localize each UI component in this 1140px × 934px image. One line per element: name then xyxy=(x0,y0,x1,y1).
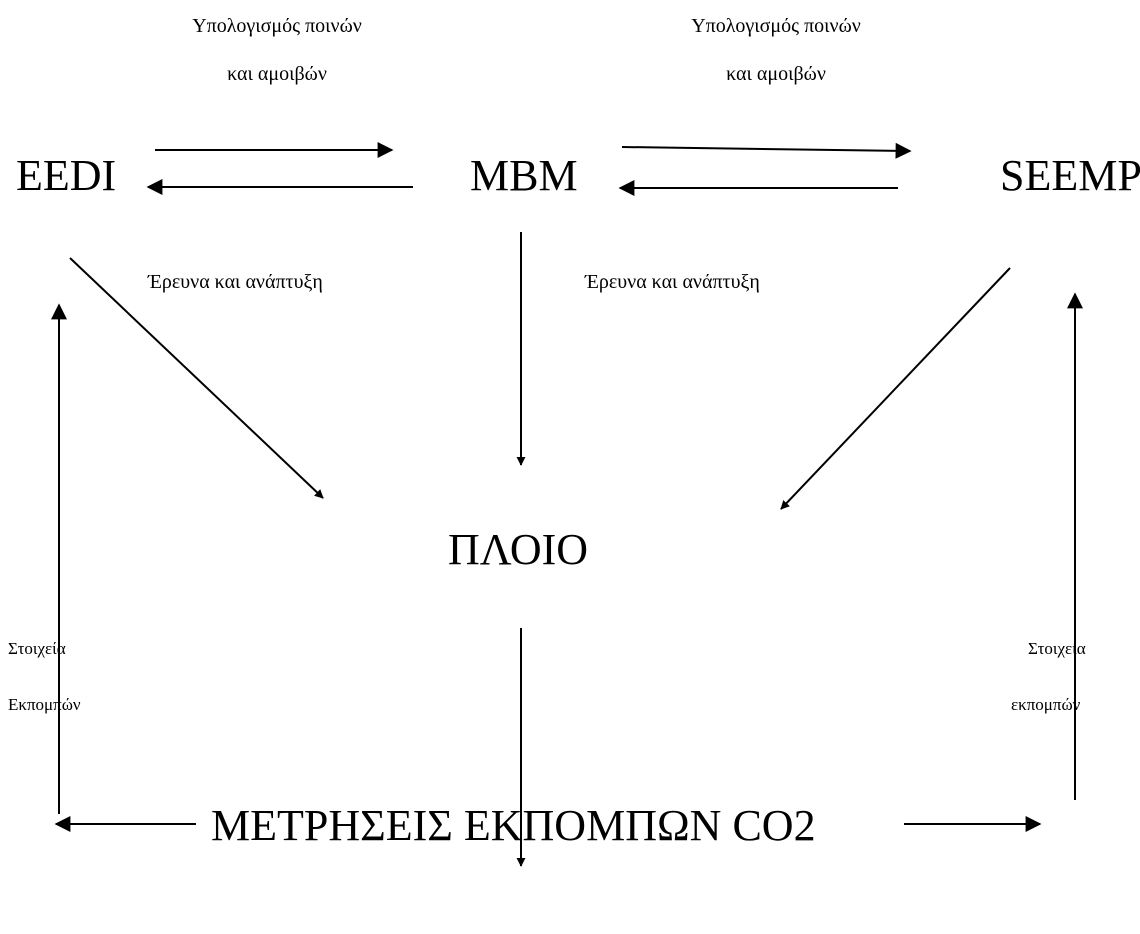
arrow-mbm-to-seemp xyxy=(621,142,912,159)
node-eedi: EEDI xyxy=(16,151,117,200)
label-rnd-right: Έρευνα και ανάπτυξη xyxy=(585,271,760,293)
node-co2-measurements: ΜΕΤΡΗΣΕΙΣ ΕΚΠΟΜΠΩΝ CO2 xyxy=(211,801,816,850)
arrow-eedi-to-ship xyxy=(69,257,324,499)
node-ship: ΠΛΟΙΟ xyxy=(448,525,589,574)
label-emissions-left-line1: Στοιχεία xyxy=(8,639,66,658)
node-mbm: MBM xyxy=(470,151,578,200)
label-emissions-left-line2: Εκπομπών xyxy=(8,695,81,714)
label-emissions-right-line1: Στοιχεία xyxy=(1028,639,1086,658)
node-seemp: SEEMP xyxy=(1000,151,1140,200)
label-penalties-right-line1: Υπολογισμός ποινών xyxy=(691,15,861,37)
label-rnd-left: Έρευνα και ανάπτυξη xyxy=(148,271,323,293)
arrow-seemp-to-ship xyxy=(780,267,1011,510)
label-penalties-left-line1: Υπολογισμός ποινών xyxy=(192,15,362,37)
label-penalties-right-line2: και αμοιβών xyxy=(726,63,826,85)
label-emissions-right-line2: εκπομπών xyxy=(1011,695,1081,714)
label-penalties-left-line2: και αμοιβών xyxy=(227,63,327,85)
